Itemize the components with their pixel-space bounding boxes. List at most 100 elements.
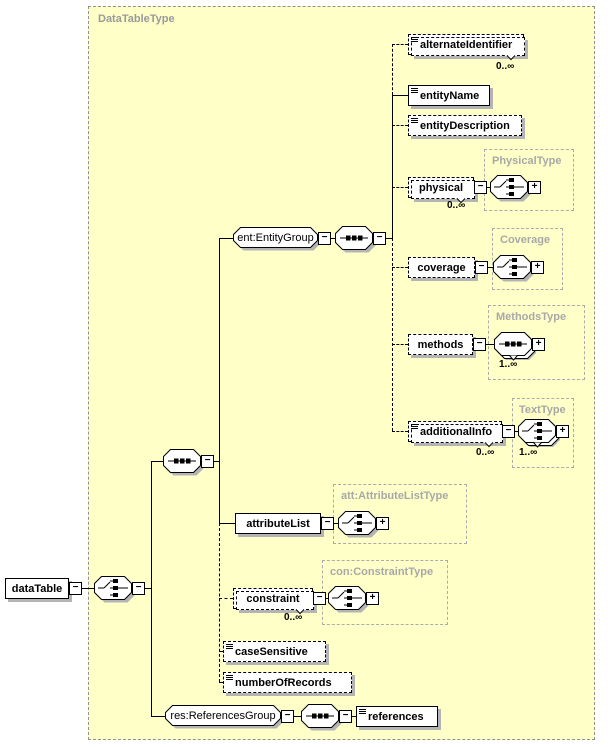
element-alternateidentifier[interactable]: alternateIdentifier — [408, 34, 525, 56]
content-model-coverage[interactable] — [493, 255, 535, 283]
connector — [214, 461, 219, 462]
connector — [392, 187, 408, 188]
group-ent-entitygroup-label: ent:EntityGroup — [237, 231, 314, 244]
sequence-compositor-entitygroup[interactable] — [335, 226, 377, 254]
connector — [386, 238, 392, 239]
collapse-button-coverage[interactable]: − — [475, 261, 488, 274]
connector — [352, 716, 356, 717]
expand-button-coverage-type[interactable]: + — [531, 261, 544, 274]
entitygroup-branch-line-mid — [392, 95, 393, 238]
connector — [392, 95, 408, 96]
entitygroup-branch-line-bottom — [392, 238, 393, 431]
methodstype-container — [488, 305, 585, 380]
collapse-button-datatable[interactable]: − — [69, 582, 82, 595]
connector — [326, 598, 328, 599]
connector — [219, 523, 235, 524]
connector — [145, 588, 151, 589]
connector — [392, 431, 408, 432]
element-references[interactable]: references — [356, 706, 438, 727]
coverage-type-label: Coverage — [500, 234, 551, 246]
element-entityname[interactable]: entityName — [408, 85, 490, 106]
occurrence-constraint: 0..∞ — [284, 612, 303, 623]
connector — [486, 344, 494, 345]
connector — [219, 598, 233, 599]
collapse-button-physical[interactable]: − — [474, 181, 487, 194]
sequence-compositor-referencesgroup[interactable] — [301, 704, 343, 732]
expand-button-texttype[interactable]: + — [556, 425, 569, 438]
text-content-icon — [411, 118, 419, 125]
occurrence-alternateidentifier: 0..∞ — [496, 61, 515, 72]
element-casesensitive-label: caseSensitive — [235, 645, 308, 658]
sequence-branch-line-solid — [219, 238, 220, 523]
element-methods[interactable]: methods — [408, 334, 473, 355]
element-entitydescription-label: entityDescription — [420, 119, 510, 132]
occurrence-additionalinfo: 0..∞ — [476, 447, 495, 458]
text-content-icon — [226, 644, 234, 651]
connector — [392, 125, 408, 126]
element-coverage[interactable]: coverage — [408, 257, 475, 278]
connector — [334, 523, 338, 524]
element-attributelist[interactable]: attributeList — [235, 513, 321, 534]
content-model-physical[interactable] — [490, 175, 532, 203]
expand-button-methodstype[interactable]: + — [532, 338, 545, 351]
connector — [151, 716, 165, 717]
occurrence-methods-content: 1..∞ — [499, 359, 518, 370]
collapse-button-main-sequence[interactable]: − — [201, 455, 214, 468]
entitygroup-branch-line-top — [392, 44, 393, 95]
collapse-button-methods[interactable]: − — [473, 338, 486, 351]
element-references-label: references — [368, 710, 424, 723]
text-content-icon — [411, 37, 419, 44]
datatabletype-container-label: DataTableType — [98, 13, 175, 25]
collapse-button-referencesgroup[interactable]: − — [281, 710, 294, 723]
element-physical-label: physical — [418, 181, 464, 194]
occurrence-physical: 0..∞ — [447, 200, 466, 211]
sequence-compositor-main[interactable] — [163, 449, 205, 477]
connector — [82, 588, 94, 589]
element-numberofrecords[interactable]: numberOfRecords — [223, 672, 352, 693]
connector — [488, 267, 493, 268]
expand-button-constrainttype[interactable]: + — [366, 592, 379, 605]
connector — [294, 716, 301, 717]
choice-trunk-line — [151, 461, 152, 716]
connector — [219, 651, 223, 652]
element-datatable[interactable]: dataTable — [5, 578, 69, 599]
element-constraint[interactable]: constraint — [233, 588, 314, 610]
text-content-icon — [359, 709, 367, 716]
connector — [331, 238, 335, 239]
connector — [219, 682, 223, 683]
methodstype-label: MethodsType — [496, 311, 567, 323]
texttype-label: TextType — [519, 404, 566, 416]
collapse-button-datatable-content[interactable]: − — [132, 582, 145, 595]
element-constraint-label: constraint — [246, 592, 300, 605]
occurrence-additionalinfo-content: 1..∞ — [519, 447, 538, 458]
collapse-button-referencesgroup-sequence[interactable]: − — [339, 710, 352, 723]
collapse-button-entitygroup[interactable]: − — [318, 232, 331, 245]
expand-button-attributelisttype[interactable]: + — [376, 517, 389, 530]
collapse-button-additionalinfo[interactable]: − — [502, 425, 515, 438]
attributelisttype-container — [333, 484, 467, 544]
expand-button-physicaltype[interactable]: + — [528, 181, 541, 194]
element-physical[interactable]: physical — [408, 177, 475, 199]
connector — [219, 238, 233, 239]
element-casesensitive[interactable]: caseSensitive — [223, 641, 326, 662]
physicaltype-container — [484, 149, 574, 211]
constrainttype-label: con:ConstraintType — [330, 566, 434, 578]
group-res-referencesgroup-label: res:ReferencesGroup — [170, 709, 276, 722]
connector — [515, 431, 518, 432]
text-content-icon — [411, 424, 419, 431]
text-content-icon — [411, 88, 419, 95]
element-additionalinfo-label: additionalInfo — [420, 425, 493, 438]
element-numberofrecords-label: numberOfRecords — [235, 676, 332, 689]
content-model-constraint[interactable] — [328, 586, 370, 614]
connector — [392, 44, 408, 45]
collapse-button-constraint[interactable]: − — [313, 592, 326, 605]
element-alternateidentifier-label: alternateIdentifier — [420, 38, 513, 51]
collapse-button-attributelist[interactable]: − — [321, 517, 334, 530]
coverage-type-container — [492, 228, 563, 290]
element-additionalinfo[interactable]: additionalInfo — [408, 421, 503, 443]
connector — [487, 187, 490, 188]
choice-compositor-datatable[interactable] — [94, 576, 136, 604]
collapse-button-entitygroup-sequence[interactable]: − — [373, 232, 386, 245]
element-entitydescription[interactable]: entityDescription — [408, 115, 522, 136]
content-model-attributelist[interactable] — [338, 511, 380, 539]
